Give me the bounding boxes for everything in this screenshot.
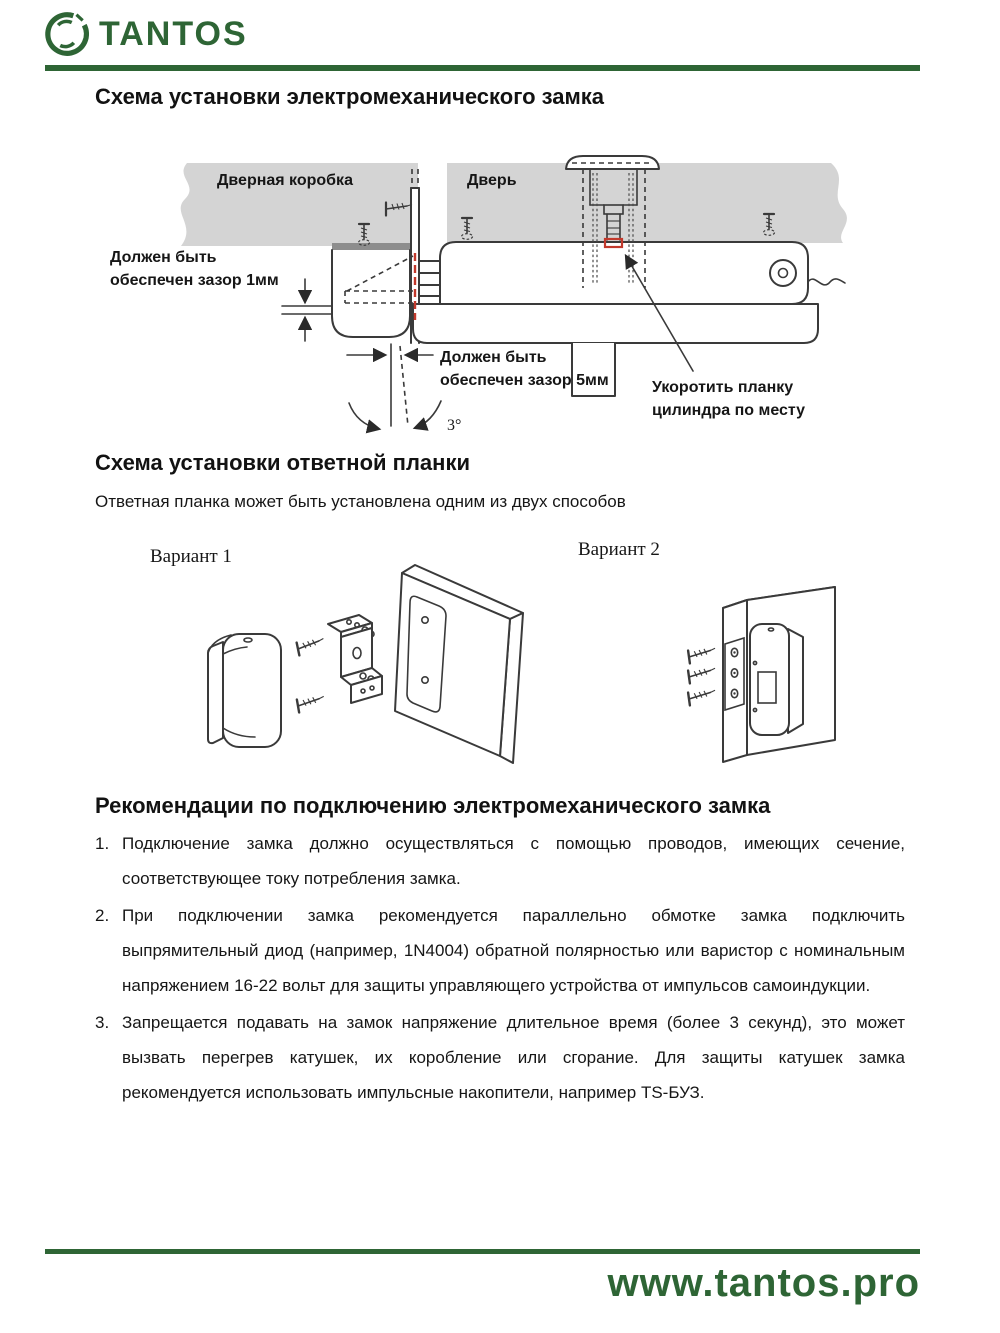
shorten-bar-label: Укоротить планку [652,379,793,396]
list-item-number: 2. [95,906,110,925]
door-lock-body-lower [412,303,819,344]
strike-subtitle: Ответная планка может быть установлена о… [95,492,626,511]
brand-name: TANTOS [99,15,248,53]
cylinder-hole [769,259,797,287]
gap-1mm-label: Должен быть [110,249,217,266]
gap-5mm-label: обеспечен зазор 5мм [440,372,609,389]
variant1-bracket [327,614,383,704]
list-item-number: 1. [95,834,110,853]
shorten-bar-label: цилиндра по месту [652,402,805,419]
screw-icon [295,635,327,657]
screw-icon [686,687,718,707]
door-label: Дверь [467,172,517,189]
tantos-logo: TANTOS [42,10,248,58]
door-mass [447,163,847,243]
gap-5mm-dimension [346,343,442,434]
screw-icon [686,665,718,685]
variant2-label: Вариант 2 [578,539,660,560]
door-frame-mass [180,163,418,246]
gap-1mm-label: обеспечен зазор 1мм [110,272,279,289]
variant1-label: Вариант 1 [150,546,232,567]
gap-5mm-label: Должен быть [440,349,547,366]
door-frame-label: Дверная коробка [217,172,353,189]
screw-icon [295,693,327,714]
website-url: www.tantos.pro [607,1261,920,1305]
strike-body-front [749,623,790,736]
list-item: 3. Запрещается подавать на замок напряже… [95,1005,905,1110]
strike-body-side [787,628,804,734]
section-title-lock-install: Схема установки электромеханического зам… [95,84,605,109]
mounting-bar [332,243,412,250]
screw-icon [686,645,718,665]
section-title-strike-install: Схема установки ответной планки [95,450,470,475]
header-divider [45,65,920,71]
variant1-door-panel [394,564,524,764]
gap-1mm-dimension [281,278,332,342]
angle-label: 3° [447,417,461,434]
door-lock-body-upper [439,241,809,305]
tantos-logo-icon [45,12,89,56]
list-item-text: Подключение замка должно осуществляться … [122,834,905,888]
strike-plate-diagram [207,564,836,764]
callout-arrow [624,253,694,372]
cylinder [565,155,660,288]
handle-block [571,342,616,397]
footer-divider [45,1249,920,1254]
lock-installation-diagram: Дверная коробка Дверь Должен быть обеспе… [110,155,847,434]
section-title-recommendations: Рекомендации по подключению электромехан… [95,793,771,818]
list-item-text: При подключении замка рекомендуется пара… [122,906,905,995]
wire [807,278,846,286]
variant2-door-block [722,586,836,763]
variant1-latch-cover [207,633,282,748]
lock-body [331,249,411,338]
list-item-text: Запрещается подавать на замок напряжение… [122,1013,905,1102]
list-item: 1. Подключение замка должно осуществлять… [95,826,905,896]
latch [344,253,441,320]
list-item-number: 3. [95,1013,110,1032]
recommendations-list: 1. Подключение замка должно осуществлять… [95,826,905,1112]
list-item: 2. При подключении замка рекомендуется п… [95,898,905,1003]
